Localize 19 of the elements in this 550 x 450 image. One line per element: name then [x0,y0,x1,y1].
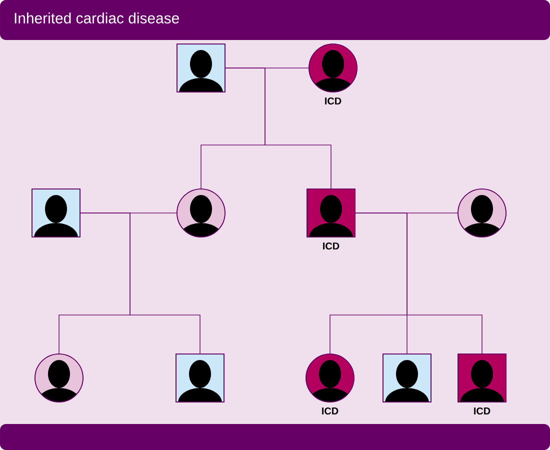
pedigree-line [225,68,332,189]
male-symbol [176,44,226,92]
male-symbol [176,354,224,402]
annotation-label: ICD [474,407,490,415]
female-symbol [306,354,354,402]
female-symbol [176,188,226,238]
female-symbol [458,188,506,238]
female-symbol [34,354,84,402]
pedigree-line [80,212,200,354]
annotation-label: ICD [323,242,340,250]
pedigree-line [355,212,482,354]
female-symbol [308,44,358,92]
male-symbol [306,188,356,238]
male-symbol [382,354,432,402]
title-band: Inherited cardiac disease [0,0,550,40]
annotation-label: ICD [325,97,342,105]
male-symbol [32,188,80,238]
annotation-label: ICD [322,407,338,415]
male-symbol [458,354,506,402]
